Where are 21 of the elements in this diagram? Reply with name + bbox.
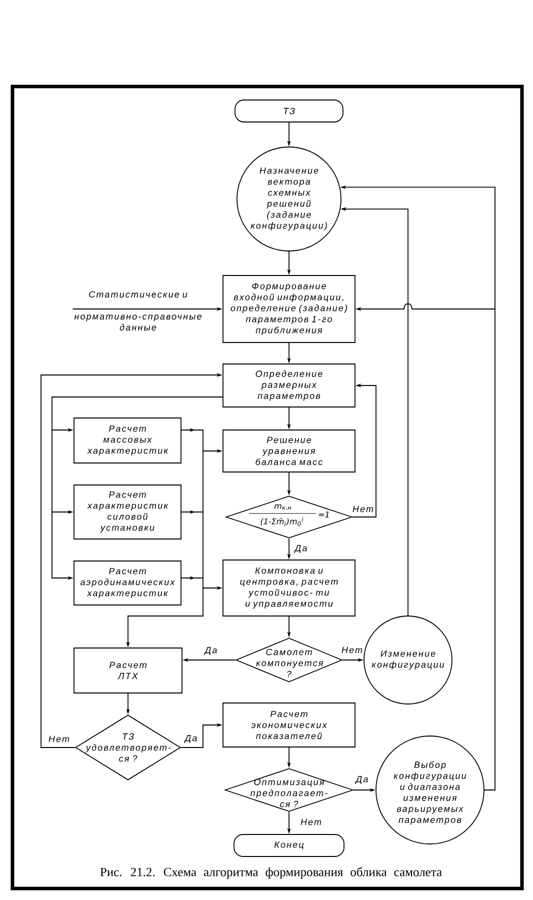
process-box: Расчет характеристик силовой установки xyxy=(74,484,182,540)
process-box: Расчет экономических показателей xyxy=(222,702,356,748)
edge-label: Нет xyxy=(299,818,323,826)
terminal-box: Конец xyxy=(234,834,344,857)
process-box: Определение размерных параметров xyxy=(222,364,356,408)
input-text: Статистические и нормативно-справочные данные xyxy=(74,291,202,331)
process-box: Компоновка и центровка, расчет устойчивос- ти и управляемости xyxy=(222,560,356,616)
edge-label: Нет xyxy=(47,734,71,744)
edge-label: Да xyxy=(354,775,370,785)
edge-label: Да xyxy=(184,734,198,744)
edge-label: Да xyxy=(204,646,218,656)
figure-caption: Рис. 21.2. Схема алгоритма формирования облика самолета xyxy=(100,867,442,879)
process-box: Расчет аэродинамических характеристик xyxy=(74,560,182,606)
process-box: Формирование входной информации, определение (задание) параметров 1-го приближения xyxy=(222,275,356,343)
edge-label: Нет xyxy=(351,504,375,514)
terminal-box: ТЗ xyxy=(234,100,344,122)
process-box: Расчет ЛТХ xyxy=(74,648,182,694)
process-box: Решение уравнения баланса масс xyxy=(222,430,356,472)
process-box: Расчет массовых характеристик xyxy=(74,418,182,464)
edge-label: Да xyxy=(294,544,308,554)
edge-label: Нет xyxy=(340,646,364,654)
